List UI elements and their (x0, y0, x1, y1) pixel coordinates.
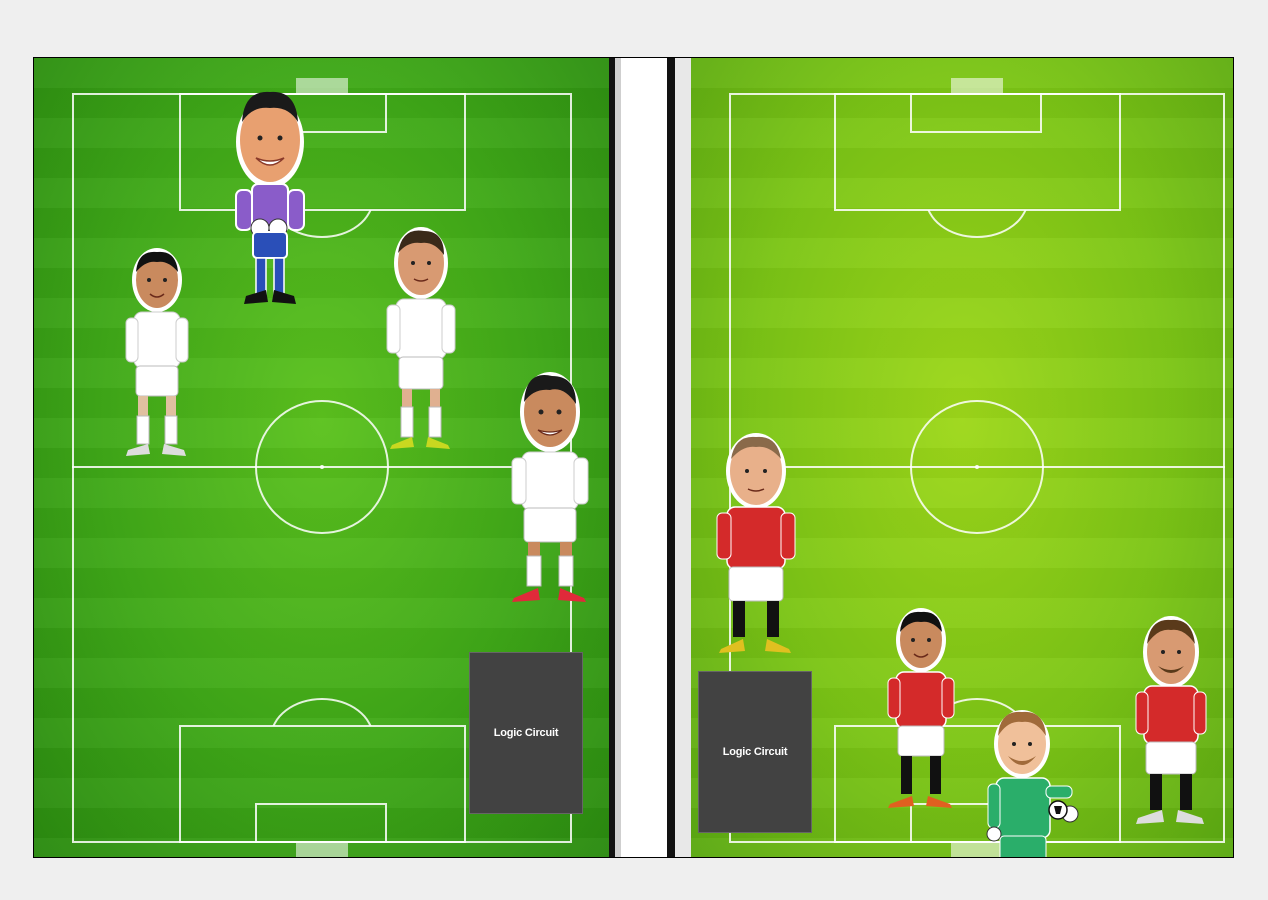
right-player-2[interactable] (886, 606, 956, 816)
divider-grey (615, 58, 621, 857)
left-player-3[interactable] (508, 368, 592, 618)
divider-black-left (609, 58, 615, 857)
left-center-circle (255, 400, 389, 534)
left-player-1[interactable] (122, 246, 192, 496)
right-logic-circuit-box[interactable]: Logic Circuit (698, 671, 812, 833)
right-goalkeeper-player[interactable] (986, 708, 1080, 857)
right-logic-circuit-label: Logic Circuit (722, 746, 788, 758)
left-top-goal (296, 78, 348, 93)
right-bottom-goal (951, 843, 1003, 857)
left-center-spot (320, 465, 324, 469)
left-pitch: Logic Circuit (34, 58, 609, 857)
right-player-1[interactable] (715, 431, 797, 661)
left-bottom-goal-box (255, 803, 387, 843)
right-player-3[interactable] (1134, 614, 1208, 826)
divider-black-right (667, 58, 675, 857)
left-player-2[interactable] (384, 223, 458, 498)
right-top-goal (951, 78, 1003, 93)
game-frame: Logic Circuit Logic Circuit (33, 57, 1234, 858)
right-top-goal-box (910, 93, 1042, 133)
left-goalkeeper-player[interactable] (230, 82, 310, 307)
right-center-spot (975, 465, 979, 469)
left-logic-circuit-label: Logic Circuit (493, 727, 559, 739)
divider-white (621, 58, 667, 857)
left-bottom-goal (296, 843, 348, 857)
divider-light (675, 58, 691, 857)
right-center-circle (910, 400, 1044, 534)
left-logic-circuit-box[interactable]: Logic Circuit (469, 652, 583, 814)
